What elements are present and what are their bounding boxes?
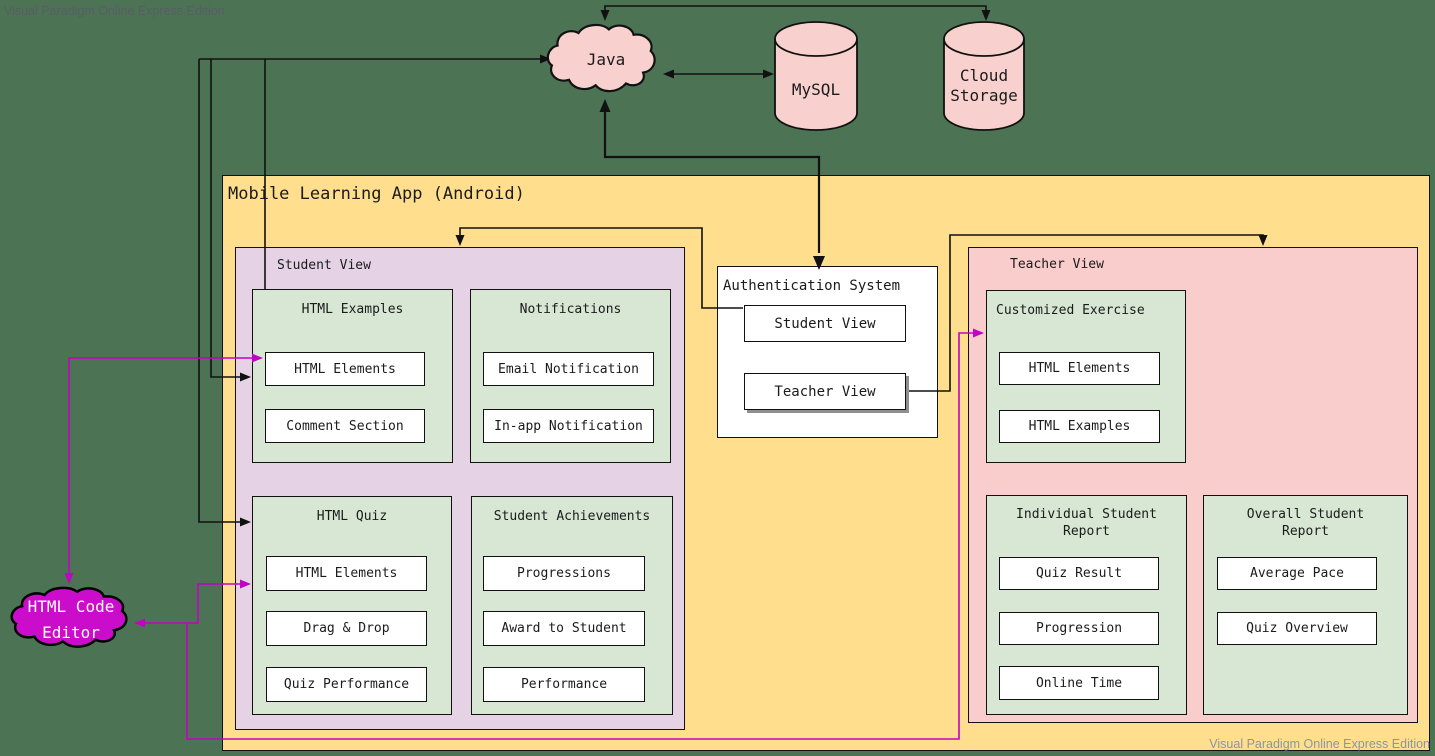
leaf-comment-section[interactable]: Comment Section: [265, 409, 425, 443]
module-title: Overall Student Report: [1246, 507, 1365, 539]
leaf-html-elements-quiz[interactable]: HTML Elements: [266, 556, 427, 591]
mysql-cylinder[interactable]: [774, 21, 858, 131]
arrowhead-into-cloud-storage: [981, 10, 991, 21]
arrowhead-into-editor-right: [134, 618, 145, 628]
leaf-quiz-overview[interactable]: Quiz Overview: [1217, 612, 1377, 645]
leaf-progressions[interactable]: Progressions: [483, 556, 645, 591]
arrowhead-into-editor-top: [64, 573, 74, 584]
teacher-view-title: Teacher View: [1010, 257, 1104, 272]
leaf-email-notification[interactable]: Email Notification: [483, 352, 654, 386]
module-title: Student Achievements: [493, 509, 651, 524]
module-title: Customized Exercise: [996, 303, 1145, 318]
cloud-storage-label: Cloud Storage: [950, 66, 1018, 105]
module-title: Individual Student Report: [1016, 507, 1157, 539]
arrowhead-into-java-left: [540, 54, 551, 64]
leaf-performance[interactable]: Performance: [483, 667, 645, 702]
leaf-html-elements-teacher[interactable]: HTML Elements: [999, 352, 1160, 385]
leaf-drag-and-drop[interactable]: Drag & Drop: [266, 611, 427, 646]
leaf-quiz-performance[interactable]: Quiz Performance: [266, 667, 427, 702]
module-title: Notifications: [519, 302, 622, 317]
leaf-online-time[interactable]: Online Time: [999, 666, 1159, 700]
arrowhead-into-java-bottom: [599, 99, 611, 112]
leaf-award-to-student[interactable]: Award to Student: [483, 611, 645, 646]
module-title: HTML Quiz: [316, 509, 388, 524]
auth-student-view-button[interactable]: Student View: [744, 305, 906, 342]
auth-teacher-view-button[interactable]: Teacher View: [744, 373, 906, 410]
arrowhead-into-java-right: [663, 69, 674, 79]
authentication-system-title: Authentication System: [723, 278, 901, 294]
leaf-average-pace[interactable]: Average Pace: [1217, 557, 1377, 590]
watermark-bottom-right: Visual Paradigm Online Express Edition: [1209, 737, 1430, 751]
leaf-html-elements[interactable]: HTML Elements: [265, 352, 425, 386]
app-title: Mobile Learning App (Android): [228, 184, 525, 204]
html-code-editor-label: HTML Code Editor: [27, 597, 115, 642]
leaf-html-examples-teacher[interactable]: HTML Examples: [999, 410, 1160, 443]
student-view-title: Student View: [277, 258, 371, 273]
watermark-top-left: Visual Paradigm Online Express Edition: [4, 4, 225, 18]
connector-java-cloud-storage: [604, 5, 987, 12]
arrowhead-into-java-top: [600, 10, 610, 21]
cloud-storage-cylinder-rim: [943, 38, 1025, 57]
leaf-progression[interactable]: Progression: [999, 612, 1159, 645]
leaf-quiz-result[interactable]: Quiz Result: [999, 557, 1159, 590]
module-title: HTML Examples: [301, 302, 404, 317]
leaf-inapp-notification[interactable]: In-app Notification: [483, 409, 654, 443]
mysql-label: MySQL: [791, 80, 841, 99]
arrowhead-into-mysql: [763, 69, 774, 79]
module-overall-student-report[interactable]: Overall Student Report: [1203, 495, 1408, 715]
java-label: Java: [586, 50, 626, 69]
mysql-cylinder-rim: [774, 38, 858, 57]
